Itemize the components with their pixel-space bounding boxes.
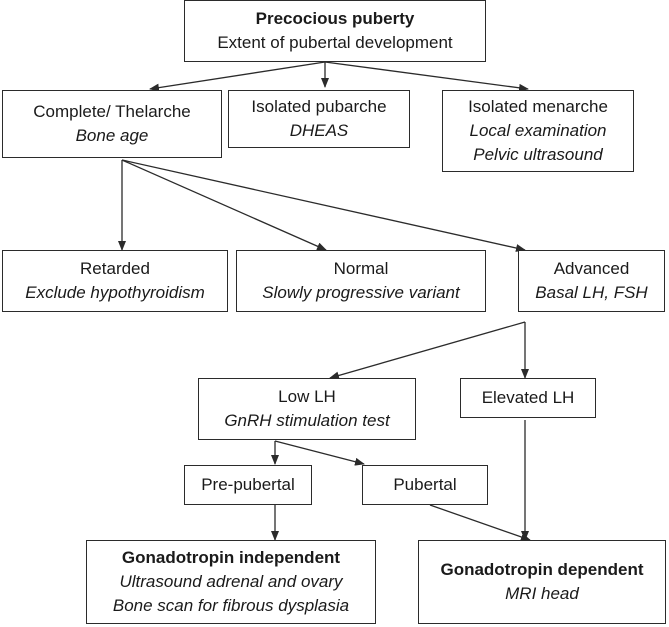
prepubertal-title: Pre-pubertal (201, 475, 295, 494)
box-gonadotropin-independent: Gonadotropin independent Ultrasound adre… (86, 540, 376, 624)
box-normal: Normal Slowly progressive variant (236, 250, 486, 312)
arrow-pubertal-to-dependent (429, 504, 531, 541)
arrow-low-lh-to-pubertal (274, 440, 365, 466)
box-prepubertal: Pre-pubertal (184, 465, 312, 505)
box-low-lh: Low LH GnRH stimulation test (198, 378, 416, 440)
pubertal-title: Pubertal (393, 475, 457, 494)
precocious-subtitle: Extent of pubertal development (217, 33, 453, 52)
arrow-precocious-to-complete (149, 61, 326, 92)
arrow-complete-to-normal (121, 159, 327, 251)
box-complete-thelarche: Complete/ Thelarche Bone age (2, 90, 222, 158)
box-advanced: Advanced Basal LH, FSH (518, 250, 665, 312)
independent-subtitle-1: Ultrasound adrenal and ovary (119, 572, 343, 591)
box-isolated-menarche: Isolated menarche Local examination Pelv… (442, 90, 634, 172)
complete-title: Complete/ Thelarche (33, 102, 191, 121)
advanced-title: Advanced (553, 259, 630, 278)
box-gonadotropin-dependent: Gonadotropin dependent MRI head (418, 540, 666, 624)
box-isolated-pubarche: Isolated pubarche DHEAS (228, 90, 410, 148)
low-lh-title: Low LH (278, 387, 336, 406)
independent-subtitle-2: Bone scan for fibrous dysplasia (112, 596, 350, 615)
menarche-subtitle-1: Local examination (469, 121, 607, 140)
pubarche-title: Isolated pubarche (251, 97, 387, 116)
menarche-title: Isolated menarche (468, 97, 608, 116)
retarded-subtitle: Exclude hypothyroidism (25, 283, 205, 302)
low-lh-subtitle: GnRH stimulation test (224, 411, 390, 430)
arrow-precocious-to-menarche (324, 61, 529, 92)
normal-subtitle: Slowly progressive variant (262, 283, 460, 302)
independent-title: Gonadotropin independent (121, 548, 341, 567)
box-pubertal: Pubertal (362, 465, 488, 505)
arrow-advanced-to-low-lh (329, 321, 526, 380)
box-elevated-lh: Elevated LH (460, 378, 596, 418)
box-retarded: Retarded Exclude hypothyroidism (2, 250, 228, 312)
complete-subtitle: Bone age (75, 126, 149, 145)
box-precocious-puberty: Precocious puberty Extent of pubertal de… (184, 0, 486, 62)
menarche-subtitle-2: Pelvic ultrasound (473, 145, 603, 164)
advanced-subtitle: Basal LH, FSH (535, 283, 648, 302)
dependent-title: Gonadotropin dependent (440, 560, 644, 579)
dependent-subtitle: MRI head (505, 584, 579, 603)
normal-title: Normal (333, 259, 389, 278)
pubarche-subtitle: DHEAS (289, 121, 349, 140)
retarded-title: Retarded (80, 259, 150, 278)
precocious-title: Precocious puberty (255, 9, 415, 28)
elevated-lh-title: Elevated LH (481, 388, 575, 407)
arrow-complete-to-advanced (121, 159, 526, 252)
